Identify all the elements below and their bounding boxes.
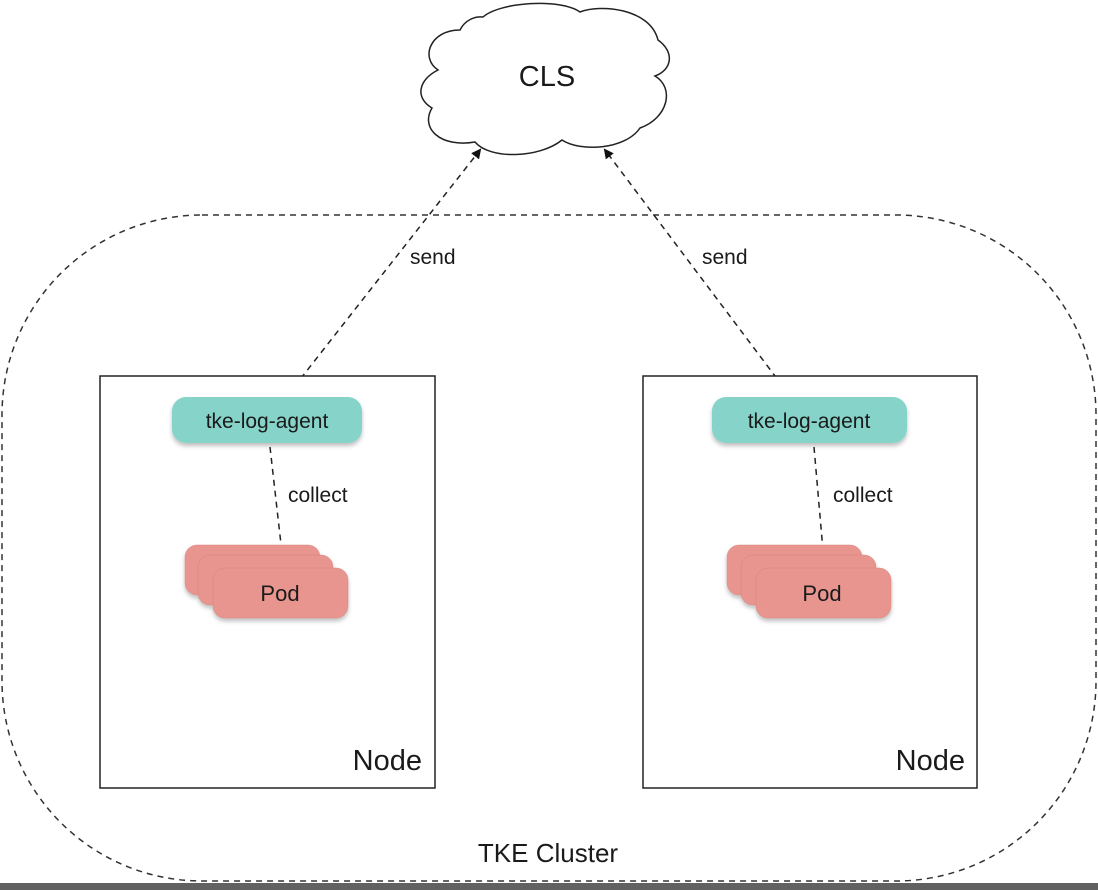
send-edge-right (603, 148, 791, 397)
collect-edge (269, 446, 288, 564)
cloud-label: CLS (519, 61, 575, 93)
bottom-bar (0, 883, 1098, 890)
send-label-left: send (410, 246, 456, 269)
node-label: Node (896, 745, 965, 777)
agent-label: tke-log-agent (206, 410, 329, 433)
cls-cloud: CLS (420, 2, 670, 156)
node-right: Node tke-log-agent collect Pod (642, 375, 978, 789)
pod-stack (184, 544, 349, 619)
tke-log-agent (172, 397, 362, 443)
collect-label: collect (833, 484, 893, 507)
pod-stack (726, 544, 892, 619)
tke-log-agent (712, 397, 907, 443)
cloud-shape (420, 2, 670, 156)
agent-label: tke-log-agent (748, 410, 871, 433)
collect-label: collect (288, 484, 348, 507)
tke-cluster-label: TKE Cluster (478, 838, 618, 868)
pod-label: Pod (260, 581, 299, 606)
tke-cluster-boundary (1, 214, 1097, 882)
collect-edge (813, 446, 829, 564)
pod-label: Pod (802, 581, 841, 606)
node-left: Node tke-log-agent collect Pod (99, 375, 436, 789)
node-label: Node (353, 745, 422, 777)
send-edge-left (286, 148, 482, 397)
send-label-right: send (702, 246, 748, 269)
